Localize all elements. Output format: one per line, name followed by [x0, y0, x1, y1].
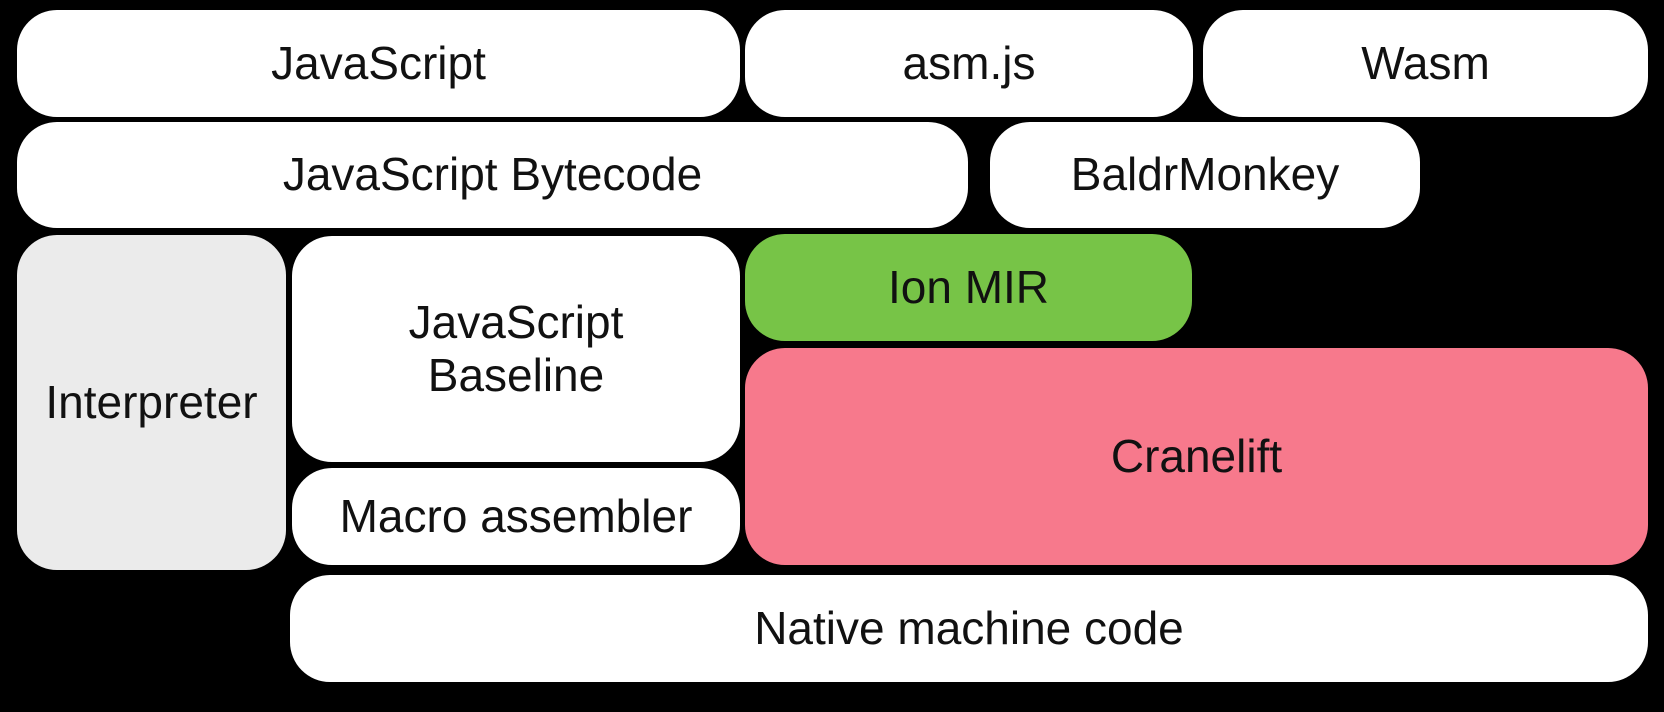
node-wasm: Wasm [1203, 10, 1648, 117]
node-ion-mir: Ion MIR [745, 234, 1192, 341]
node-javascript: JavaScript [17, 10, 740, 117]
node-interpreter: Interpreter [17, 235, 286, 570]
node-macro-assembler: Macro assembler [292, 468, 740, 565]
node-javascript-bytecode: JavaScript Bytecode [17, 122, 968, 228]
node-asmjs: asm.js [745, 10, 1193, 117]
node-native-machine-code: Native machine code [290, 575, 1648, 682]
node-baldrmonkey: BaldrMonkey [990, 122, 1420, 228]
node-cranelift: Cranelift [745, 348, 1648, 565]
node-javascript-baseline: JavaScript Baseline [292, 236, 740, 462]
